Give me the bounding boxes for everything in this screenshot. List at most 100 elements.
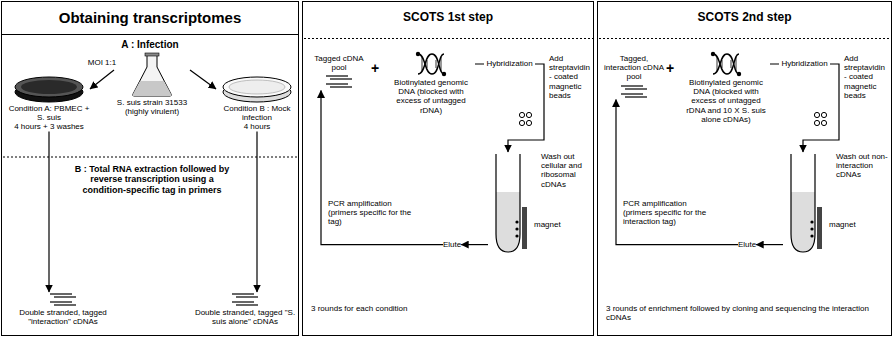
icon-holder [682,50,770,78]
dashed-separator [3,157,298,158]
cdna-icon-part [625,96,647,97]
panel-frame: SCOTS 1st stepTagged cDNA poolBiotinylat… [302,1,594,336]
cdna-icon-part [50,301,72,302]
bead [821,112,826,117]
cdna-icon-part [54,304,76,305]
cdna-pool: Tagged cDNA pool [308,54,370,90]
genomic-dna: Biotinylated genomic DNA (blocked with e… [682,50,770,124]
cdna-icon-part [50,293,72,294]
bead [814,120,819,125]
node-text: 4 hours + 3 washes [8,122,90,131]
cdna-icon-part [330,87,352,88]
flow-arrow [756,244,783,245]
dashed-separator [304,38,593,39]
genomic-dna: Biotinylated genomic DNA (blocked with e… [387,50,475,115]
tube-icon-part [496,192,520,252]
bead [519,120,524,125]
cdna-icon-part [54,296,76,297]
note-label: Wash out cellular and ribosomal cDNAs [541,152,593,189]
petri-dish: Condition A: PBMEC + S. suis4 hours + 3 … [8,74,90,132]
note-label: Add streptavidin - coated magnetic beads [549,54,593,100]
dna-icon [709,50,743,78]
dna-icon-part [416,52,420,56]
cdna-pool: Double stranded, tagged "S. suis alone" … [192,292,298,326]
dishA-icon [13,74,85,104]
flask-icon-part [133,55,172,96]
note-label: B : Total RNA extraction followed by rev… [72,164,232,195]
panel-title: Obtaining transcriptomes [2,2,298,35]
node-text: Double stranded, tagged "interaction" cD… [8,308,118,326]
cdna-pool: Tagged, interaction cDNA pool [603,54,665,100]
node-text: 4 hours [216,122,298,131]
tube-icon-part [515,220,518,223]
dna-icon-part [418,54,444,74]
flow-arrow [190,70,216,89]
cdna-icon [230,292,260,308]
edge-label: PCR amplification (primers specific for … [623,199,715,227]
cdna-icon-part [236,296,258,297]
cdna-icon-part [232,293,254,294]
node-text: Condition A: PBMEC + S. suis [8,104,90,122]
cdna-icon-part [621,93,643,94]
edge-label: PCR amplification (primers specific for … [328,199,420,227]
flow-arrow [461,244,488,245]
dna-icon-part [711,52,715,56]
cdna-icon-part [232,301,254,302]
magnet-tube: magnet [488,152,528,257]
dna-icon-part [731,60,732,68]
icon-holder [603,84,665,100]
panel-title: SCOTS 2nd step [598,11,891,25]
node-text: Elute [443,240,461,249]
step-text: Elute [443,240,461,249]
dna-icon-part [717,57,736,71]
dishB-icon [221,74,293,104]
step-text: Elute [738,240,756,249]
dna-icon-part [713,54,739,74]
tube-icon-part [810,227,813,230]
flask-icon-part [133,81,172,96]
cdna-icon [48,292,78,308]
node-text: Tagged, interaction cDNA pool [603,54,665,82]
flow-arrow [475,64,544,152]
dishB-icon-part [229,80,285,94]
dna-icon-part [442,72,446,76]
cdna-icon [324,74,354,90]
note-label: 3 rounds of enrichment followed by cloni… [606,304,882,322]
magnet-tube: magnet [783,152,823,257]
dna-icon-part [736,57,737,71]
cdna-icon-part [326,76,352,87]
flask-icon-part [145,53,159,56]
culture-flask: S. suis strain 31533 (highly virulent) [114,52,190,116]
dashed-separator [599,38,891,39]
flow-arrow [48,132,49,292]
tube-icon [783,152,823,257]
cdna-pool: Double stranded, tagged "interaction" cD… [8,292,118,326]
node-text: magnet [534,220,561,229]
node-text: Biotinylated genomic DNA (blocked with e… [682,78,770,124]
tube-icon-part [791,154,815,252]
node-text: magnet [829,220,856,229]
note-label: Wash out non-interaction cDNAs [836,152,888,180]
tube-icon-part [817,207,822,249]
flow-arrow [90,70,114,89]
bead [821,120,826,125]
flow-arrow [770,64,839,152]
node-text: S. suis strain 31533 (highly virulent) [114,98,190,116]
edge-label: MOI 1:1 [86,58,118,67]
tube-icon-part [515,234,518,237]
node-text: Elute [738,240,756,249]
dna-icon-part [717,57,718,71]
icon-holder [192,292,298,308]
dishB-icon-part [223,77,291,97]
cdna-icon-part [330,79,352,80]
cdna-icon-part [326,76,348,77]
dishA-icon-part [15,77,83,97]
bead [519,112,524,117]
dna-icon-part [441,57,442,71]
dna-icon-part [722,60,723,68]
note-label: + [666,60,674,76]
panel-frame: Obtaining transcriptomesCondition A: PBM… [1,1,299,336]
tube-icon-part [496,154,520,252]
tube-icon-part [810,220,813,223]
magnetic-beads [519,112,826,125]
